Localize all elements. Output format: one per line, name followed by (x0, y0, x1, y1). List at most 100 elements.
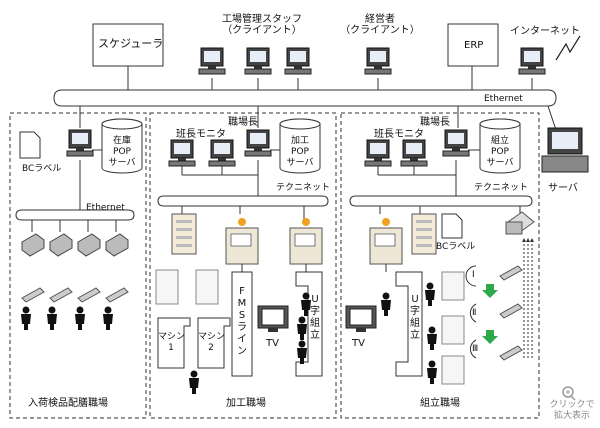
machining-team-monitor-label: 班長モニタ (176, 129, 226, 140)
ethernet-backbone (53, 89, 557, 107)
mac-pop-line3: サーバ (286, 158, 314, 168)
zoom-hint-line1: クリックで (549, 400, 595, 410)
au-c1: 字 (410, 306, 420, 317)
assembly-technet (349, 195, 533, 207)
charging-cradle-icon (21, 233, 45, 257)
bc-label-text: BCラベル (22, 164, 62, 174)
bc-label-doc (19, 131, 41, 159)
fms-c5: ン (237, 346, 247, 357)
machine-2-line2: 2 (208, 343, 214, 353)
mu-c3: 立 (310, 330, 320, 341)
stage-rack-2 (441, 315, 465, 345)
asm-pop-line1: 組立 (490, 136, 509, 146)
mac-pop-line2: POP (291, 147, 309, 157)
stage-3-label: Ⅲ (472, 344, 479, 354)
worker-icon (427, 360, 437, 384)
machine-2-line1: マシン (198, 332, 226, 342)
au-c0: U (411, 294, 419, 305)
bc-label-right-text: BCラベル (436, 242, 476, 252)
charging-cradle-icon (77, 233, 101, 257)
erp-box (447, 23, 499, 67)
inv-pop-line3: サーバ (108, 158, 136, 168)
inventory-pop-server (101, 118, 143, 174)
flow-arrow-1 (482, 284, 498, 298)
zoom-hint[interactable]: クリックで 拡大表示 (546, 400, 598, 422)
worker-icon (301, 292, 311, 316)
machining-technet (157, 195, 329, 207)
zone-assembly (340, 112, 540, 419)
handheld-scanner-icon (77, 287, 101, 303)
flow-arrow-2 (482, 330, 498, 344)
inventory-pop-server-label: 在庫 POP サーバ (102, 136, 142, 169)
scheduler-box (92, 23, 164, 67)
worker-icon (47, 306, 57, 330)
erp-label: ERP (464, 40, 484, 51)
pc-terminal-icon (198, 47, 226, 75)
inv-pop-line1: 在庫 (112, 136, 131, 146)
scheduler-label: スケジューラ (98, 37, 164, 50)
fms-line-label: F M S ラ イ ン (236, 286, 248, 358)
worker-icon (103, 306, 113, 330)
handheld-scanner-icon (499, 265, 523, 281)
tv-machining-label: TV (266, 338, 279, 349)
worker-icon (75, 306, 85, 330)
tv-machining (257, 305, 289, 332)
inv-pop-line2: POP (113, 147, 131, 157)
handheld-scanner-icon (49, 287, 73, 303)
machine-1-box (157, 317, 191, 369)
internet-label: インターネット (510, 26, 580, 37)
pc-terminal-icon (208, 139, 236, 167)
handheld-scanner-icon (105, 287, 129, 303)
machining-section-chief-label: 職場長 (228, 117, 258, 128)
asm-pop-line2: POP (491, 147, 509, 157)
server-label: サーバ (548, 183, 578, 194)
machining-u-cell (295, 271, 323, 377)
assembly-team-monitor-label: 班長モニタ (374, 129, 424, 140)
tv-assembly (345, 305, 377, 332)
handheld-scanner-icon (499, 345, 523, 361)
pc-terminal-icon (244, 47, 272, 75)
manager-label: 経営者 （クライアント） (340, 14, 420, 36)
assembly-pop-server (479, 118, 521, 174)
assembly-zone-caption: 組立職場 (420, 398, 460, 409)
stage-rack-1 (441, 271, 465, 301)
left-ethernet-label: Ethernet (86, 203, 125, 213)
manager-line2: （クライアント） (340, 25, 420, 36)
machine-2-label: マシン 2 (198, 332, 226, 354)
fms-c4: イ (237, 334, 247, 345)
mu-c2: 組 (310, 318, 320, 329)
handheld-scanner-icon (499, 303, 523, 319)
assembly-pop-server-label: 組立 POP サーバ (480, 136, 520, 169)
worker-icon (425, 282, 435, 306)
mu-c0: U (311, 294, 319, 305)
pc-terminal-icon (364, 139, 392, 167)
tv-assembly-label: TV (352, 338, 365, 349)
pc-terminal-icon (400, 139, 428, 167)
machine-1-line2: 1 (168, 343, 174, 353)
factory-staff-line2: （クライアント） (222, 25, 302, 36)
charging-cradle-icon (49, 233, 73, 257)
server-computer-icon (541, 127, 589, 173)
bc-label-doc-right (441, 213, 463, 239)
worker-icon (21, 306, 31, 330)
fms-c2: S (238, 310, 246, 321)
assembly-technet-label: テクニネット (474, 183, 529, 193)
machining-u-cell-label: U 字 組 立 (309, 294, 321, 342)
mu-c1: 字 (310, 306, 320, 317)
pc-terminal-icon (364, 47, 392, 75)
machining-pop-server (279, 118, 321, 174)
stage-rack-3 (441, 355, 465, 385)
pop-terminal-2 (289, 218, 323, 265)
pc-terminal-icon (168, 139, 196, 167)
pc-terminal-icon (442, 129, 470, 157)
pc-terminal-icon (244, 129, 272, 157)
worker-icon (381, 292, 391, 316)
pc-terminal-icon (284, 47, 312, 75)
fms-c0: F (239, 286, 245, 297)
machine-2-box (197, 317, 231, 369)
fms-line-box (231, 271, 253, 377)
worker-icon (297, 316, 307, 340)
machining-pop-server-label: 加工 POP サーバ (280, 136, 320, 169)
machine-rack-1 (155, 269, 179, 305)
